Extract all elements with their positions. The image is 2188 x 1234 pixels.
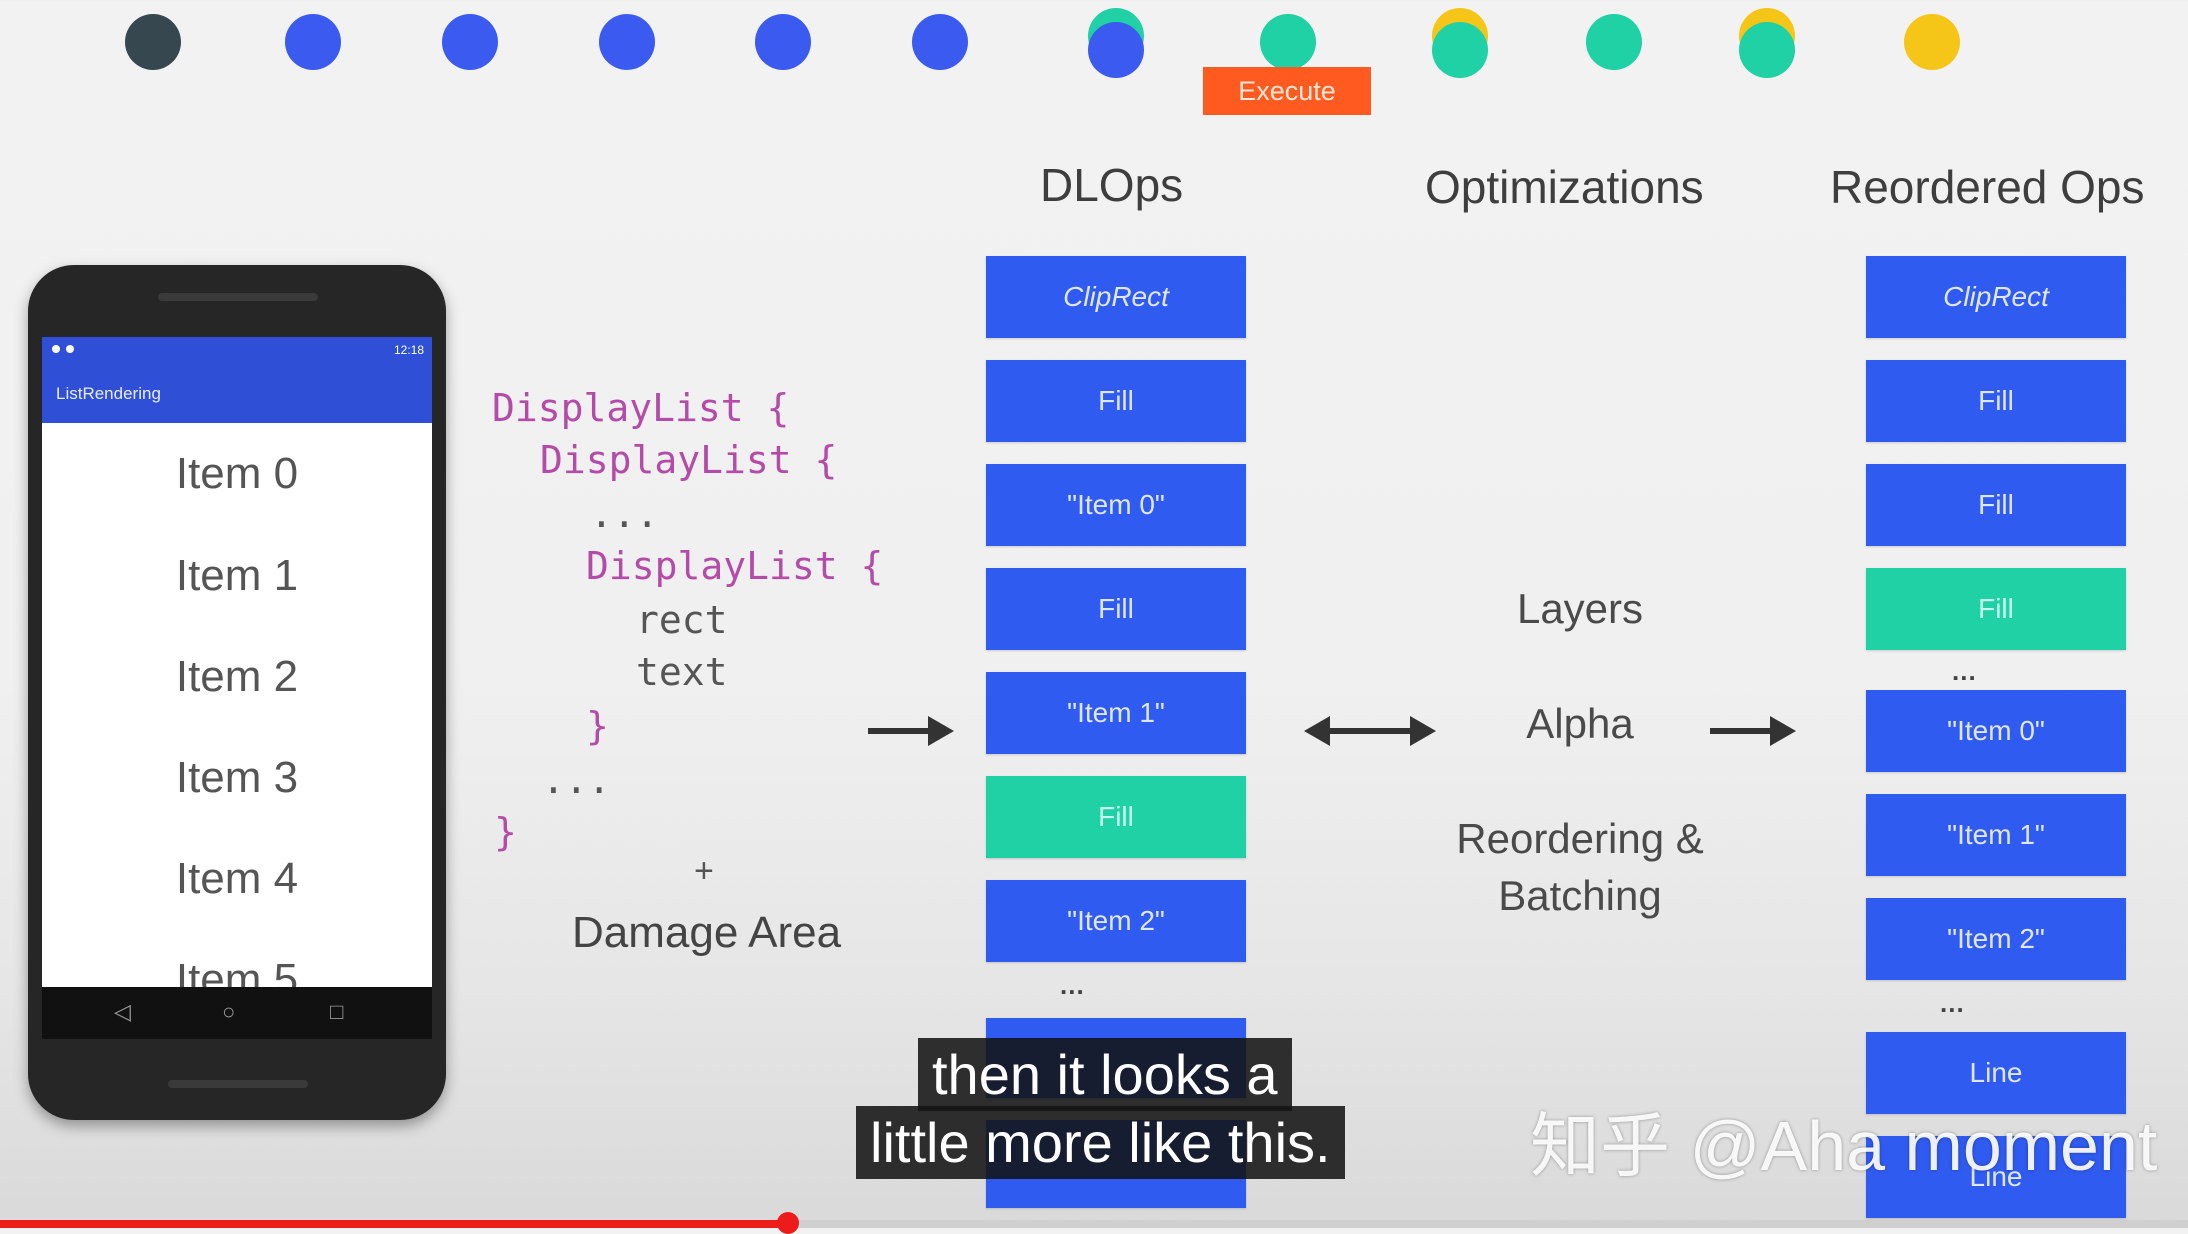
code-line: ...: [590, 492, 659, 536]
opt-batching: Batching: [1498, 872, 1662, 919]
list-item[interactable]: Item 3: [175, 753, 299, 802]
execute-label: Execute: [1203, 67, 1371, 115]
timeline-dot: [599, 14, 655, 70]
reordered-op: Fill: [1866, 568, 2126, 650]
header-optimizations: Optimizations: [1425, 161, 1704, 213]
opt-alpha: Alpha: [1526, 700, 1634, 747]
dlops-op: ClipRect: [986, 256, 1246, 338]
app-bar-title: ListRendering: [42, 365, 432, 423]
code-line: DisplayList {: [586, 544, 884, 588]
reordered-op: Fill: [1866, 464, 2126, 546]
timeline-dot: [1904, 14, 1960, 70]
list-item[interactable]: Item 1: [175, 551, 299, 600]
list-item[interactable]: Item 0: [175, 449, 299, 498]
subtitle-line-1: then it looks a: [918, 1038, 1292, 1111]
progress-knob[interactable]: [776, 1212, 799, 1234]
reordered-op: Line: [1866, 1136, 2126, 1218]
dlops-ellipsis: ...: [1060, 970, 1085, 1000]
code-line: }: [494, 810, 517, 854]
timeline-dot: [1739, 22, 1795, 78]
reordered-op: Line: [1866, 1032, 2126, 1114]
home-icon[interactable]: ○: [222, 999, 236, 1024]
code-line: text: [636, 650, 728, 694]
list-item[interactable]: Item 4: [175, 854, 299, 903]
reordered-ellipsis: ...: [1940, 988, 1965, 1018]
code-line: ...: [542, 758, 611, 802]
right-arrow-icon: [1710, 716, 1796, 746]
video-progress-bar[interactable]: [0, 1212, 2188, 1234]
dlops-op: "Item 1": [986, 672, 1246, 754]
reordered-op: "Item 0": [1866, 690, 2126, 772]
dlops-op: "Item 2": [986, 880, 1246, 962]
dlops-op: Fill: [986, 568, 1246, 650]
timeline-dot: [442, 14, 498, 70]
opt-layers: Layers: [1516, 585, 1644, 632]
timeline-dot: [912, 14, 968, 70]
timeline-dot: [285, 14, 341, 70]
notification-icon: [52, 345, 60, 353]
reordered-ellipsis: ...: [1952, 656, 1977, 686]
code-line: DisplayList {: [540, 438, 838, 482]
timeline-dot: [1088, 22, 1144, 78]
timeline-dot: [1260, 14, 1316, 70]
code-line: }: [586, 704, 609, 748]
list-item[interactable]: Item 2: [175, 652, 299, 701]
timeline-dot: [1432, 22, 1488, 78]
timeline-dot: [125, 14, 181, 70]
timeline-dot: [1586, 14, 1642, 70]
code-line: rect: [636, 598, 728, 642]
progress-fill: [0, 1220, 788, 1228]
timeline-dot: [755, 14, 811, 70]
notification-icon: [66, 345, 74, 353]
damage-area-label: Damage Area: [572, 908, 842, 957]
phone-mockup: 12:18 ListRendering Item 0 Item 1 Item 2…: [28, 265, 446, 1120]
recents-icon[interactable]: □: [330, 999, 344, 1024]
phone-chin: [168, 1080, 308, 1088]
right-arrow-icon: [868, 716, 954, 746]
reordered-op: "Item 2": [1866, 898, 2126, 980]
list-item[interactable]: Item 5: [175, 955, 299, 987]
nav-bar: ◁ ○ □: [42, 987, 432, 1039]
phone-speaker: [158, 293, 318, 301]
reordered-op: Fill: [1866, 360, 2126, 442]
reordered-op: ClipRect: [1866, 256, 2126, 338]
code-line: DisplayList {: [492, 386, 790, 430]
header-reordered-ops: Reordered Ops: [1830, 161, 2145, 213]
plus-sign: +: [694, 852, 714, 890]
dlops-op: Fill: [986, 360, 1246, 442]
dlops-op: Fill: [986, 776, 1246, 858]
subtitle-line-2: little more like this.: [856, 1106, 1345, 1179]
watermark: 知乎 @Aha moment: [1530, 1107, 2158, 1185]
status-bar: 12:18: [42, 337, 432, 365]
phone-screen: 12:18 ListRendering Item 0 Item 1 Item 2…: [42, 337, 432, 987]
header-dlops: DLOps: [1040, 159, 1184, 211]
double-arrow-icon: [1304, 716, 1436, 746]
back-icon[interactable]: ◁: [114, 999, 131, 1024]
opt-reordering: Reordering &: [1456, 815, 1704, 862]
reordered-op: "Item 1": [1866, 794, 2126, 876]
status-time: 12:18: [393, 343, 424, 357]
dlops-op: "Item 0": [986, 464, 1246, 546]
